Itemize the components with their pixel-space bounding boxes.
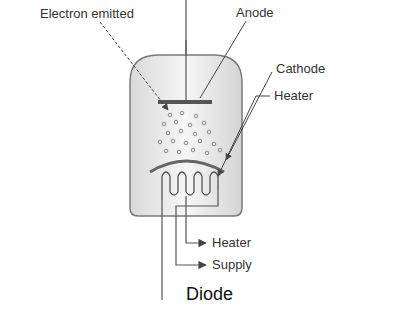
part-label: Supply <box>212 258 252 272</box>
leader-line <box>100 22 168 110</box>
anode-lead-inner <box>185 40 186 101</box>
anode-plate <box>158 100 212 104</box>
leader-line <box>200 21 246 98</box>
heater-coil <box>162 172 218 200</box>
part-label: Cathode <box>276 62 325 76</box>
figure-caption: Diode <box>186 284 233 305</box>
anode-lead <box>185 0 186 101</box>
part-label: Heater <box>274 89 313 103</box>
heater-lead <box>186 196 206 243</box>
part-label: Heater <box>212 236 251 250</box>
electron-cloud <box>158 111 222 155</box>
leader-line <box>226 72 272 160</box>
leader-line <box>218 96 270 176</box>
part-label: Anode <box>236 6 274 20</box>
cathode-sleeve <box>150 161 224 172</box>
cathode-lead <box>161 200 162 300</box>
part-label: Electron emitted <box>40 7 134 21</box>
supply-lead <box>176 190 218 265</box>
